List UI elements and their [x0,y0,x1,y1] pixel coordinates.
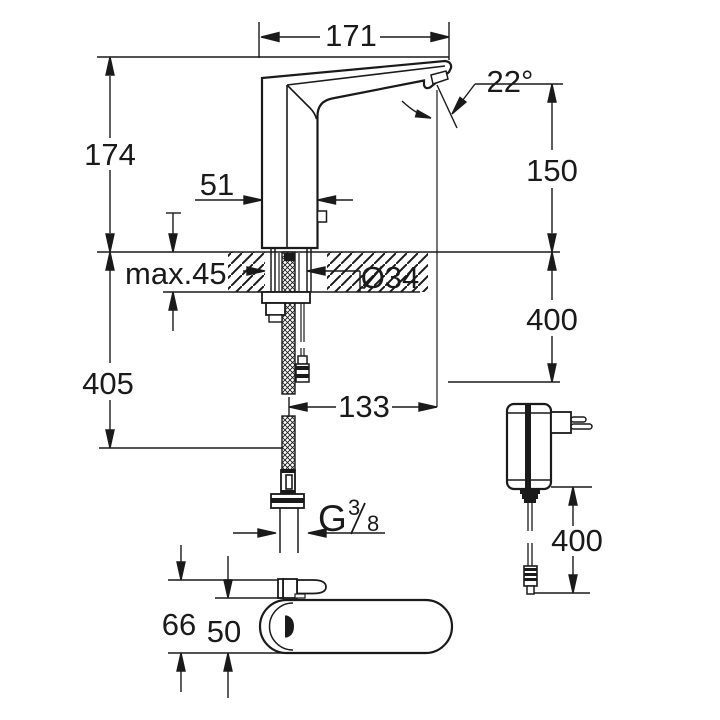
faucet-topface-line [286,65,446,86]
cable-plug-tip [297,355,308,365]
dimension-lines [97,22,592,698]
strain-relief [520,489,540,494]
arrow-up [105,251,115,271]
arrow-angle-leader [451,96,468,115]
base-footprint [258,598,454,655]
arrow-down [223,579,233,599]
arrow-up [105,56,115,76]
arrow-right [257,528,277,538]
spout-neck-edge [277,578,284,599]
label-mounting-depth: 405 [82,366,134,401]
arrow-down [168,233,178,253]
label-spout-height: 174 [84,137,136,172]
arrow-right [430,31,450,43]
shank-and-hose [261,248,312,553]
arrow-up [168,291,178,311]
label-spray-angle: 22° [487,64,534,99]
thread-collar-band [271,498,304,503]
plug-base [550,411,572,434]
cable-plug-band [296,366,309,370]
arrow-up [547,83,557,103]
arrow-right [243,195,263,205]
arrow-down [176,561,186,581]
label-thread-g: G [318,498,347,539]
label-power-cable-drop: 400 [551,523,603,558]
cable-connector-tip [526,585,535,595]
arrow-up [223,652,233,672]
mounting-nut [265,302,286,316]
faucet-front-view [260,59,453,250]
arrow-down [105,233,115,253]
spout-tip-top [296,579,327,595]
cable-connector-band [524,568,537,571]
supply-hose-braid-upper [281,251,296,395]
hose-end-band [281,490,295,494]
faucet-chamfer-line [286,84,318,120]
mounting-deck [97,251,560,293]
arrow-right [418,402,438,412]
arrow-down [568,574,578,594]
arrow-up [568,486,578,506]
arrow-left [260,31,280,43]
arrow-up [547,251,557,271]
dimension-labels: 171 174 51 22° 150 max.45 Ø34 400 405 13… [82,18,603,649]
spray-stream-line [436,84,458,129]
cable-plug-band [296,374,309,378]
mounting-washer [261,291,311,304]
arrow-left [317,195,337,205]
mounting-nut-step [268,314,283,323]
label-spout-projection: 171 [325,18,377,53]
strain-relief [522,494,538,499]
power-adapter [505,402,593,595]
fraction-slash [350,502,366,535]
label-outlet-offset: 133 [338,389,390,424]
cable-connector-band [524,578,537,581]
label-base-length-body: 50 [207,614,241,649]
supply-hose-braid-lower [281,415,296,471]
arrow-left [307,528,327,538]
label-outlet-clearance: 150 [526,153,578,188]
strain-relief [524,499,536,503]
aerator-outlet [430,70,449,85]
hose-end-slot [285,474,293,490]
label-supply-hose-drop: 400 [526,302,578,337]
faucet-top-view [258,578,454,655]
plug-prong [570,423,593,430]
plug-prong [570,416,587,423]
label-hole-diameter: Ø34 [361,260,420,295]
cable-connector-band [524,573,537,576]
spout-step-detail [294,593,306,599]
label-body-depth: 51 [200,167,234,202]
hose-end-band [281,469,295,473]
label-thread-numerator: 3 [348,495,360,520]
deck-hatch-right [327,252,428,292]
arrow-down [105,429,115,449]
arrow-left [306,266,326,276]
adapter-seam [525,405,531,488]
label-deck-thickness: max.45 [125,256,227,291]
side-port-detail [316,210,328,223]
arrow-down [547,363,557,383]
arrow-up [176,652,186,672]
arrow-down [547,233,557,253]
arrow-arc [414,109,432,119]
base-inner-arc [268,602,294,651]
arrow-left [288,402,308,412]
sensor-window [285,615,294,638]
label-base-length-total: 66 [162,607,196,642]
label-thread-denominator: 8 [367,511,379,536]
